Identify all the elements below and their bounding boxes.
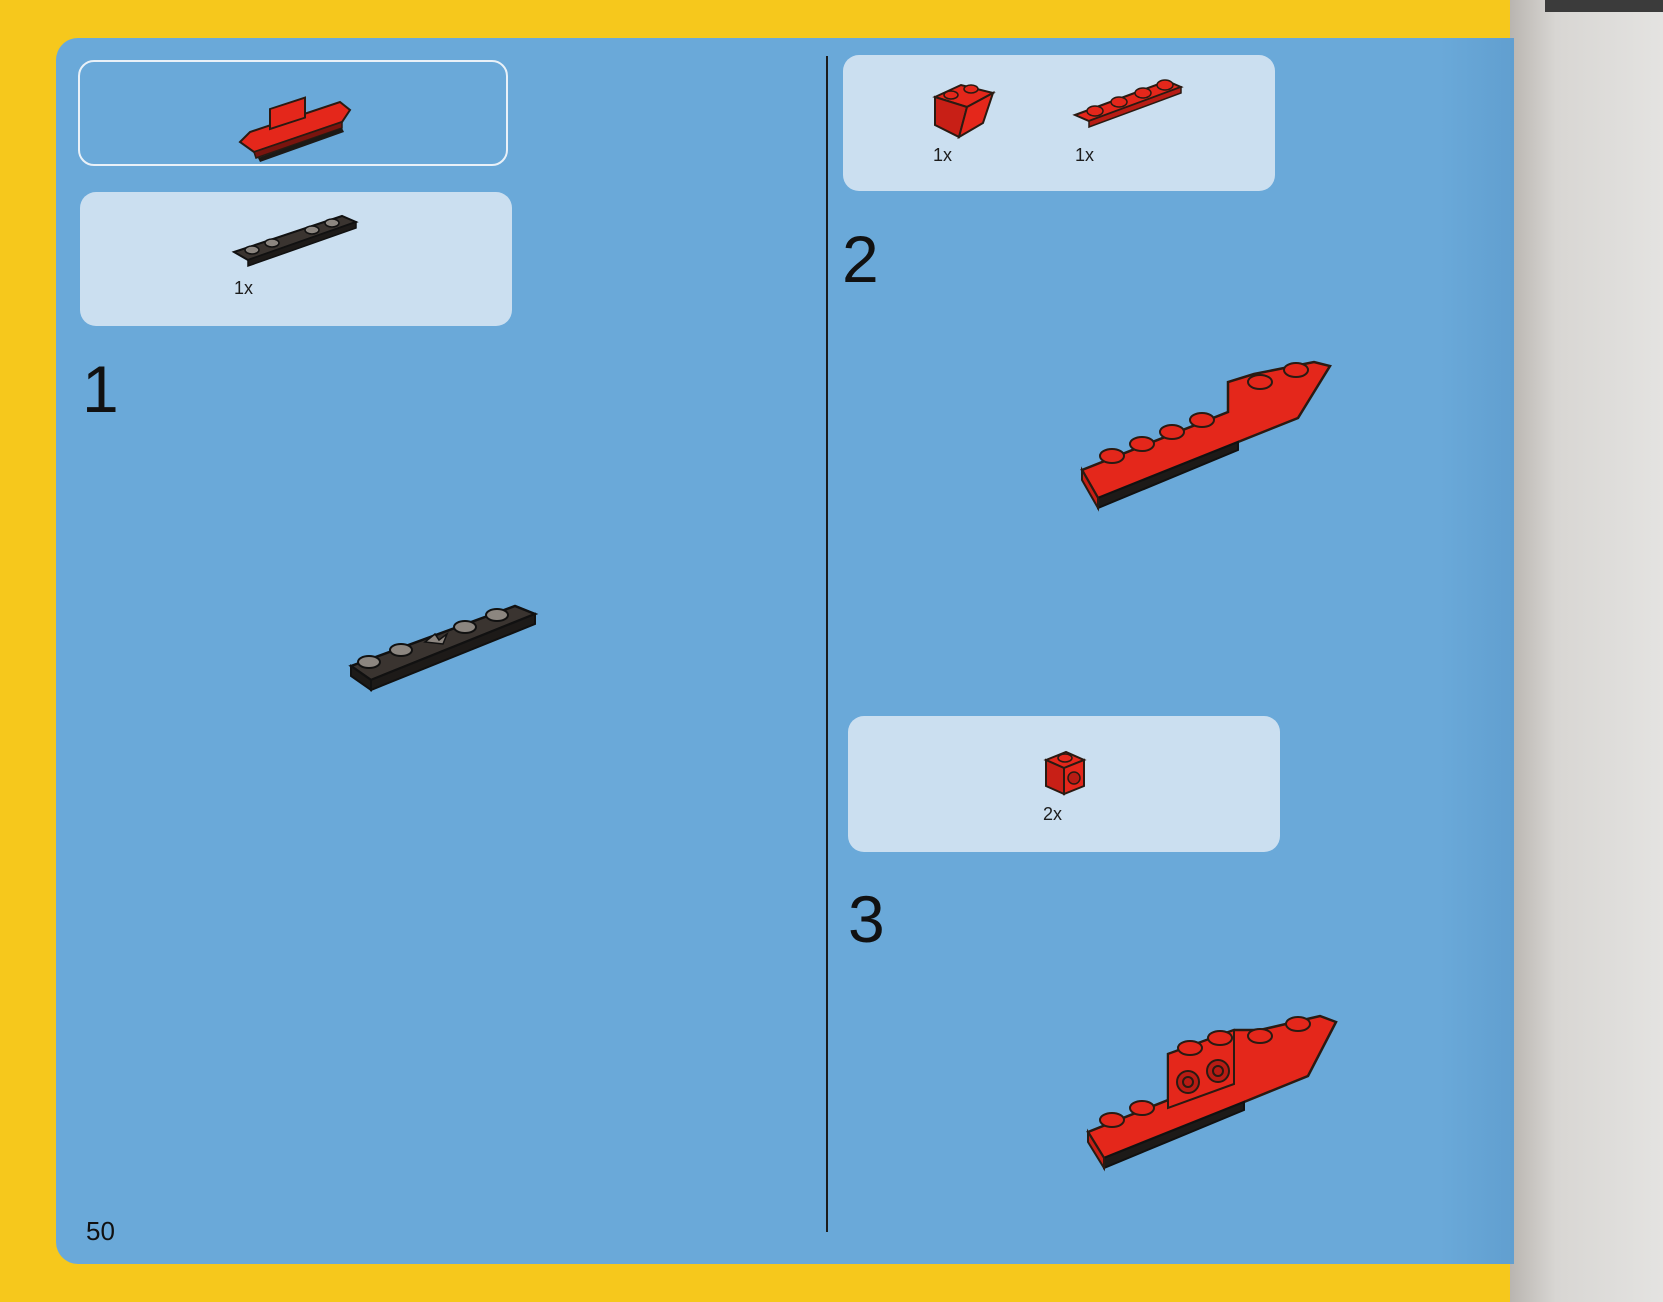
step2-part1-qty: 1x bbox=[933, 145, 953, 165]
submodel-preview-box bbox=[78, 60, 508, 166]
black-plate-1x6-icon bbox=[231, 214, 359, 268]
step2-assembly-red-hull bbox=[1080, 360, 1332, 512]
step3-assembly-red-boat bbox=[1086, 1014, 1338, 1172]
adjacent-page-top bbox=[1545, 0, 1663, 12]
step2-number: 2 bbox=[842, 222, 879, 296]
step3-parts-callout: 2x bbox=[848, 716, 1280, 852]
page-fold-shadow bbox=[1440, 38, 1514, 1264]
step2-part2-qty: 1x bbox=[1075, 145, 1095, 165]
step1-part-qty: 1x bbox=[234, 278, 254, 298]
step2-parts-callout: 1x 1x bbox=[843, 55, 1275, 191]
page-number: 50 bbox=[86, 1216, 115, 1246]
step1-assembly-black-plate bbox=[348, 604, 539, 692]
adjacent-page-edge bbox=[1510, 0, 1663, 1302]
step3-part-qty: 2x bbox=[1043, 804, 1063, 824]
column-divider bbox=[826, 56, 828, 1232]
red-brick-1x1-stud-icon bbox=[1043, 750, 1087, 796]
step1-number: 1 bbox=[82, 352, 119, 426]
submodel-red-boat-icon bbox=[238, 96, 352, 162]
red-slope-icon bbox=[932, 83, 996, 140]
red-plate-1x4-icon bbox=[1072, 79, 1184, 129]
step1-parts-callout: 1x bbox=[80, 192, 512, 326]
step3-number: 3 bbox=[848, 882, 885, 956]
